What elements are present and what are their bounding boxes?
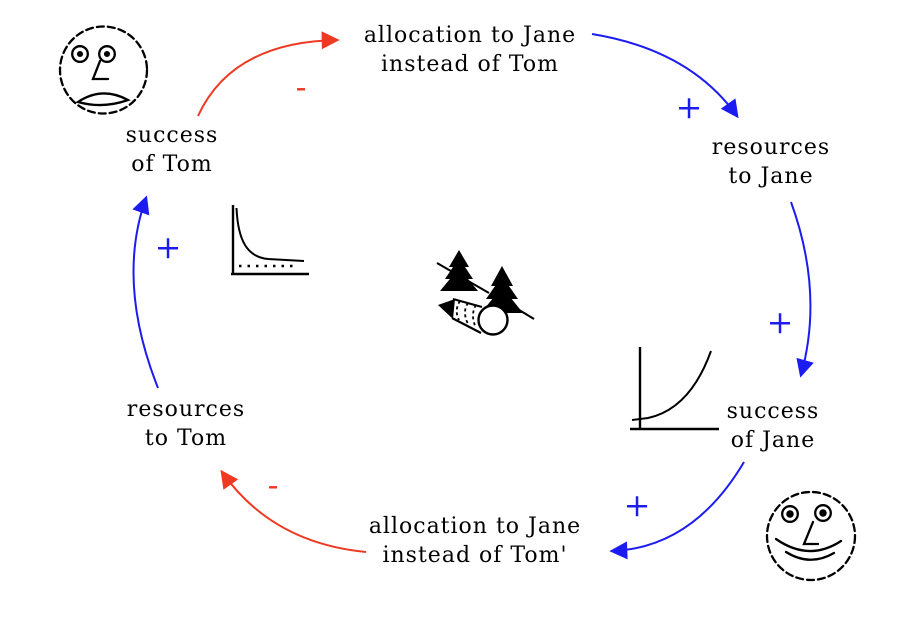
node-success-of-tom: success of Tom (92, 121, 252, 179)
link-resources-jane-to-success-jane (790, 201, 814, 378)
node-label-line: to Jane (728, 164, 814, 189)
node-label-line: resources (126, 397, 246, 422)
polarity-sign-positive: + (623, 486, 651, 524)
happy-face-icon (765, 490, 857, 582)
link-resources-tom-to-success-tom (132, 195, 159, 389)
node-label-line: of Jane (730, 428, 816, 453)
node-label-line: of Tom (131, 152, 213, 177)
logging-trees-icon (436, 250, 535, 336)
polarity-sign-positive: + (766, 303, 794, 341)
node-allocation-to-jane-top: allocation to Jane instead of Tom (340, 21, 600, 79)
node-label-line: resources (711, 135, 831, 160)
node-success-of-jane: success of Jane (693, 397, 853, 455)
node-label-line: to Tom (144, 426, 228, 451)
node-label-line: allocation to Jane (363, 23, 577, 48)
polarity-sign-negative: - (295, 68, 307, 106)
rising-graph-icon (630, 347, 719, 431)
sad-face-icon (58, 25, 149, 115)
node-label-line: success (726, 399, 820, 424)
polarity-sign-positive: + (675, 88, 703, 126)
node-label-line: success (125, 123, 219, 148)
link-success-jane-to-allocation-bottom (609, 461, 745, 560)
link-allocation-bottom-to-resources-tom (220, 469, 367, 553)
node-resources-to-jane: resources to Jane (691, 133, 851, 191)
declining-graph-icon (231, 205, 309, 276)
link-allocation-to-resources-jane (591, 33, 739, 119)
node-resources-to-tom: resources to Tom (106, 395, 266, 453)
polarity-sign-positive: + (154, 228, 182, 266)
node-allocation-to-jane-bottom: allocation to Jane instead of Tom' (345, 512, 605, 570)
polarity-sign-negative: - (267, 466, 279, 504)
node-label-line: instead of Tom' (382, 543, 568, 568)
node-label-line: allocation to Jane (368, 514, 582, 539)
link-success-tom-to-allocation (197, 31, 340, 117)
node-label-line: instead of Tom (380, 52, 559, 77)
